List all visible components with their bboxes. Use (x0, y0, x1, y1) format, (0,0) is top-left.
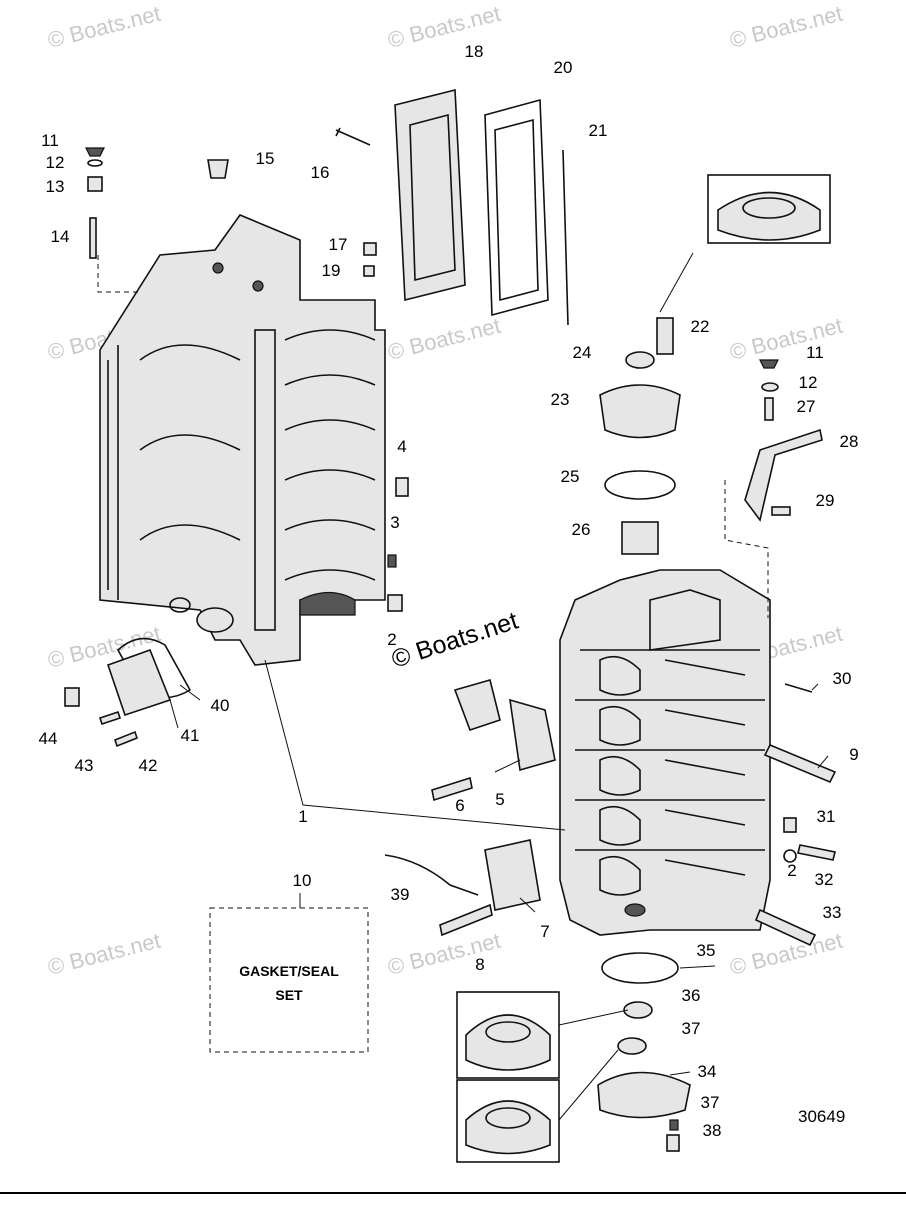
callout-label: 26 (572, 520, 591, 539)
seal-inset-top (707, 174, 831, 244)
bottom-frame-line (0, 1192, 906, 1194)
callout-label: 21 (589, 121, 608, 140)
cover-plate-18 (394, 88, 466, 302)
callout-label: 34 (698, 1062, 717, 1081)
callout-label: 6 (455, 796, 464, 815)
callout-label: 12 (799, 373, 818, 392)
callout-label: 13 (46, 177, 65, 196)
callout-label: 11 (806, 343, 824, 362)
callout-label: 1 (298, 807, 307, 826)
seal-inset-mid (456, 991, 560, 1079)
watermark: © Boats.net (45, 1, 163, 53)
watermark: © Boats.net (727, 313, 845, 365)
callout-label: 25 (561, 467, 580, 486)
callout-label: 2 (787, 861, 796, 880)
callout-label: 17 (329, 235, 348, 254)
callout-label: 20 (554, 58, 573, 77)
callout-label: 15 (256, 149, 275, 168)
callout-label: 7 (540, 922, 549, 941)
figure-number: 30649 (798, 1107, 845, 1126)
callout-label: 32 (815, 870, 834, 889)
callout-label: 8 (475, 955, 484, 974)
watermark: © Boats.net (385, 1, 503, 53)
callout-label: 37 (701, 1093, 720, 1112)
callout-label: 14 (51, 227, 70, 246)
callout-label: 10 (293, 871, 312, 890)
callout-label: 16 (311, 163, 330, 182)
callout-label: 31 (817, 807, 836, 826)
callout-label: 29 (816, 491, 835, 510)
callout-label: 2 (387, 630, 396, 649)
gasket-box-line-1: GASKET/SEAL (239, 963, 339, 979)
callout-label: 39 (391, 885, 410, 904)
watermark: © Boats.net (45, 928, 163, 980)
callout-label: 3 (390, 513, 399, 532)
callout-label: 33 (823, 903, 842, 922)
callout-label: 11 (41, 131, 59, 150)
seal-strip-21 (562, 149, 569, 326)
callout-label: 35 (697, 941, 716, 960)
callout-label: 43 (75, 756, 94, 775)
callout-label: 40 (211, 696, 230, 715)
watermark: © Boats.net (727, 928, 845, 980)
callout-label: 9 (849, 745, 858, 764)
callout-label: 12 (46, 153, 65, 172)
callout-labels: 1 2 2 3 4 5 6 7 8 9 10 11 11 12 12 13 14… (39, 42, 859, 1140)
callout-label: 38 (703, 1121, 722, 1140)
seal-inset-bottom (456, 1079, 560, 1163)
callout-label: 22 (691, 317, 710, 336)
copyright-label: © Boats.net (388, 607, 521, 674)
watermark: © Boats.net (727, 1, 845, 53)
callout-label: 19 (322, 261, 341, 280)
callout-label: 37 (682, 1019, 701, 1038)
callout-label: 24 (573, 343, 592, 362)
callout-label: 5 (495, 790, 504, 809)
crankcase-right (559, 569, 771, 936)
callout-label: 23 (551, 390, 570, 409)
leader-lines (97, 252, 829, 1121)
watermark: © Boats.net (385, 928, 503, 980)
callout-label: 30 (833, 669, 852, 688)
callout-label: 42 (139, 756, 158, 775)
cylinder-block-left (99, 214, 386, 666)
callout-label: 44 (39, 729, 58, 748)
gasket-20 (484, 98, 549, 317)
watermark: © Boats.net (385, 313, 503, 365)
hardware-parts (64, 127, 837, 1152)
gasket-seal-set-box: GASKET/SEAL SET (209, 907, 369, 1053)
callout-label: 18 (465, 42, 484, 61)
callout-label: 4 (397, 437, 406, 456)
gasket-box-line-2: SET (275, 987, 303, 1003)
callout-label: 41 (181, 726, 200, 745)
callout-label: 27 (797, 397, 816, 416)
callout-label: 36 (682, 986, 701, 1005)
callout-label: 28 (840, 432, 859, 451)
